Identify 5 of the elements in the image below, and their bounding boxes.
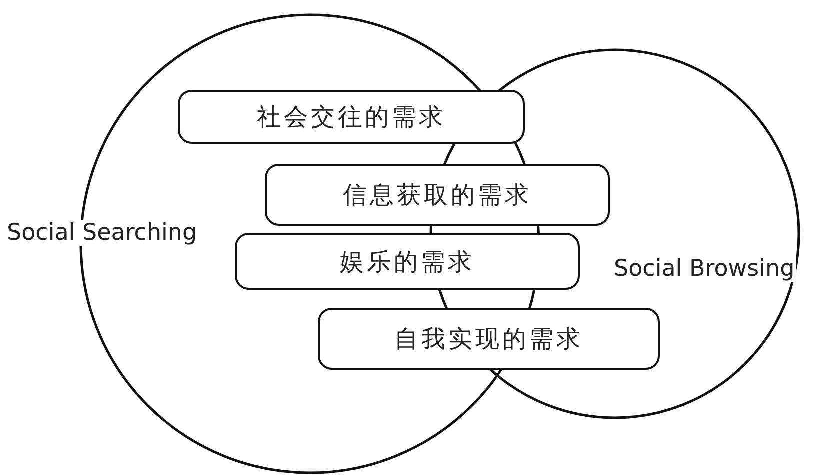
circle-label: Social Browsing [613, 256, 796, 282]
circle-label: Social Searching [6, 220, 198, 246]
need-box: 自我实现的需求 [318, 308, 660, 370]
need-box: 信息获取的需求 [265, 164, 610, 226]
need-box: 娱乐的需求 [235, 233, 580, 290]
